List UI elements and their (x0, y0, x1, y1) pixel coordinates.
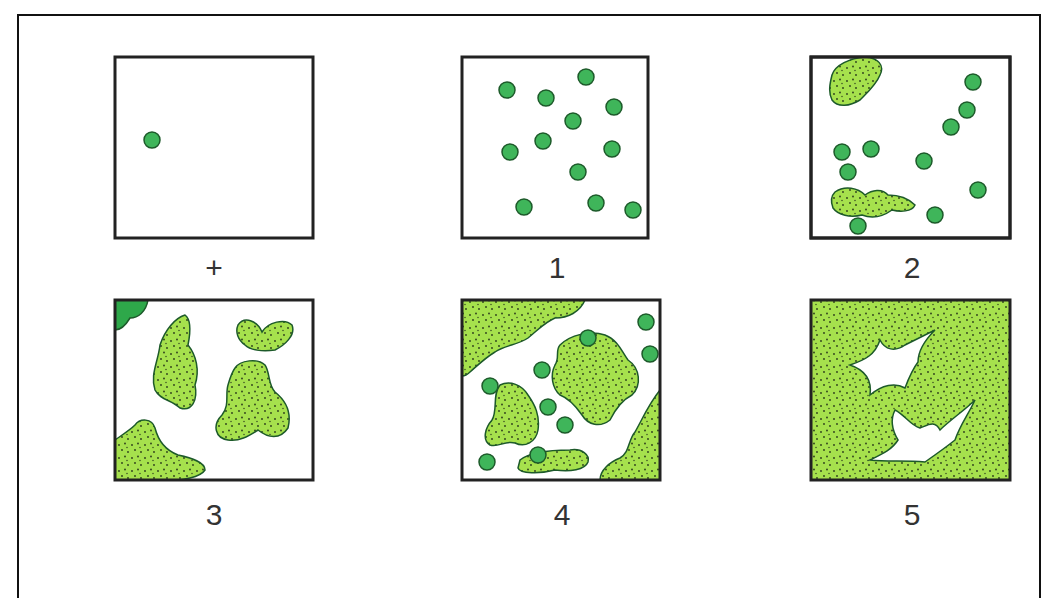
panel-number: 5 (904, 500, 921, 530)
panel-1 (462, 57, 648, 238)
panel-plus (115, 57, 313, 238)
outer-frame (18, 15, 1040, 598)
panel-number: 4 (554, 500, 571, 530)
panel-number: 1 (549, 253, 566, 283)
panel-number: + (205, 253, 223, 283)
panel-5 (811, 300, 1010, 480)
panel-4 (462, 300, 660, 480)
panel-number: 3 (206, 500, 223, 530)
panel-number: 2 (904, 253, 921, 283)
panel-2 (811, 57, 1010, 238)
panel-3 (115, 300, 313, 480)
